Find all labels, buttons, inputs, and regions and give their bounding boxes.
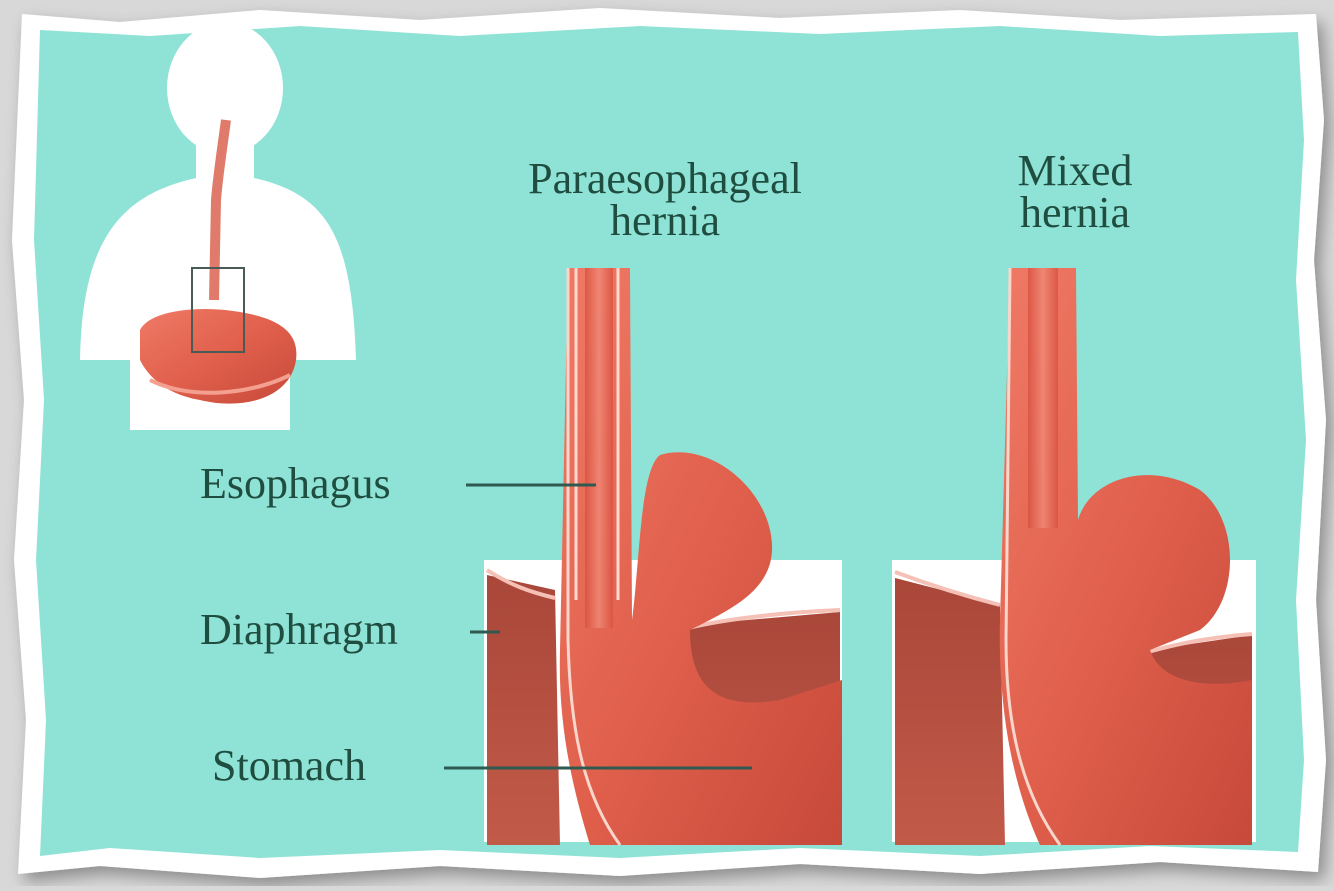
panel-title-line1: Paraesophageal — [490, 158, 840, 200]
panel-title-line2: hernia — [985, 192, 1165, 234]
panel-title-line1: Mixed — [985, 150, 1165, 192]
panel-title-mixed: Mixed hernia — [985, 150, 1165, 234]
label-esophagus: Esophagus — [200, 462, 391, 506]
panel-title-line2: hernia — [490, 200, 840, 242]
panel-title-paraesophageal: Paraesophageal hernia — [490, 158, 840, 242]
label-diaphragm: Diaphragm — [200, 608, 398, 652]
label-stomach: Stomach — [212, 744, 366, 788]
